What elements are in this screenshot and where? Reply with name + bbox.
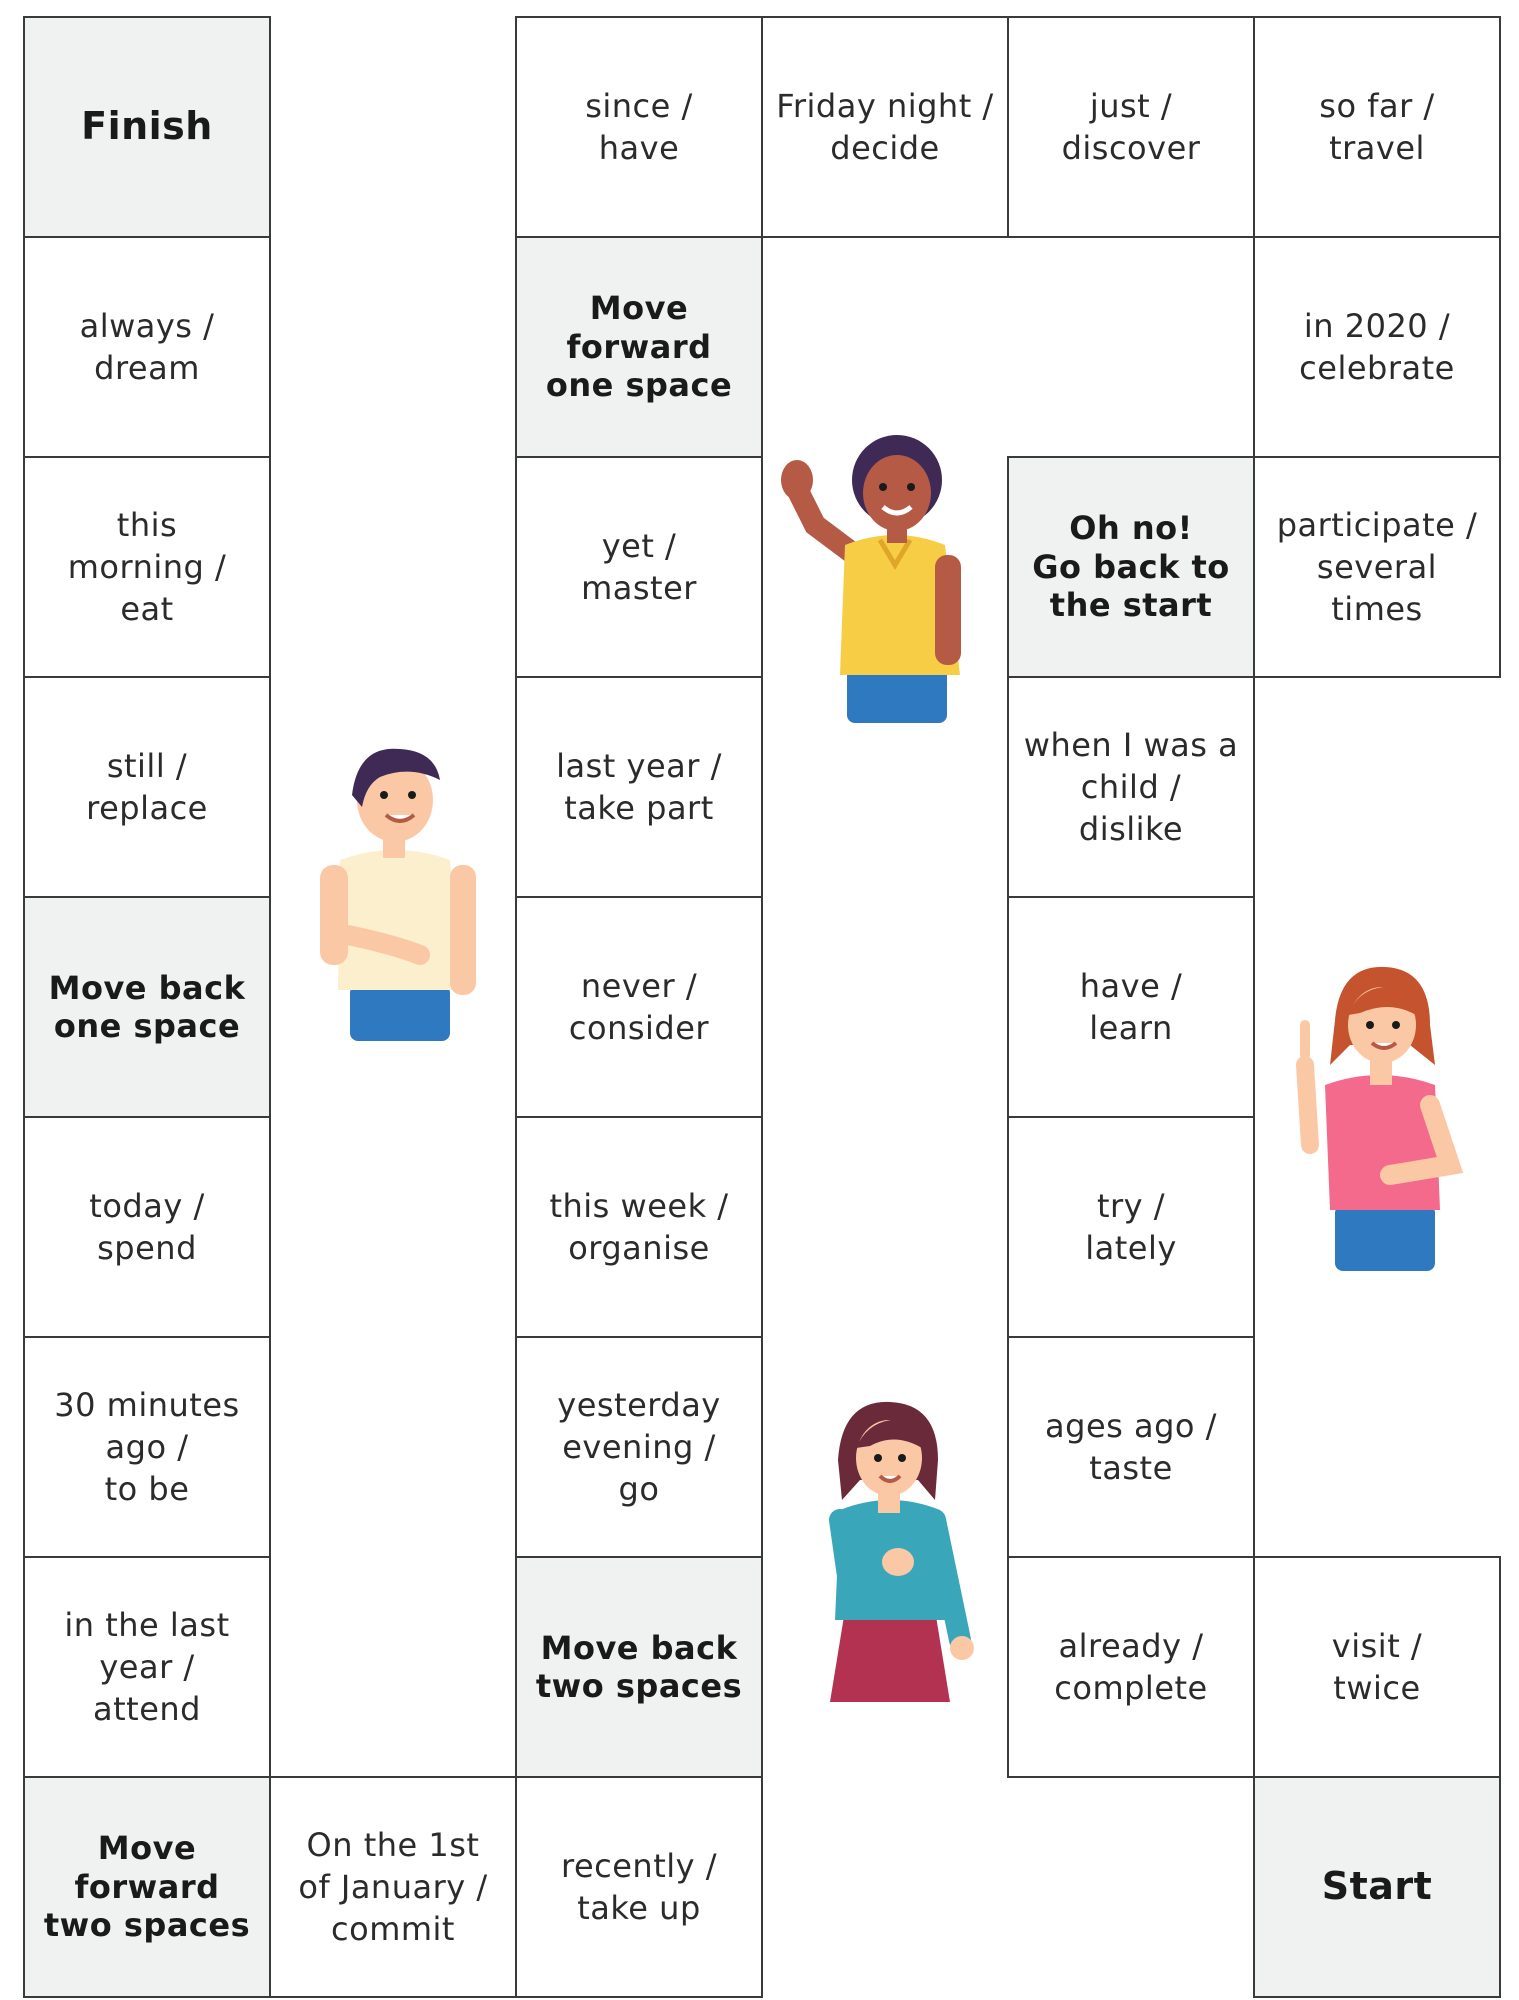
square-label: still / replace [86,746,208,827]
square-yet-master[interactable]: yet / master [515,456,763,678]
square-never-consider[interactable]: never / consider [515,896,763,1118]
square-in-2020[interactable]: in 2020 / celebrate [1253,236,1501,458]
square-label: 30 minutes ago / to be [54,1385,240,1509]
square-move-back-two[interactable]: Move back two spaces [515,1556,763,1778]
square-in-the-last-year[interactable]: in the last year / attend [23,1556,271,1778]
square-label: have / learn [1079,966,1183,1047]
square-label: recently / take up [560,1846,718,1927]
square-ages-ago[interactable]: ages ago / taste [1007,1336,1255,1558]
square-so-far-travel[interactable]: so far / travel [1253,16,1501,238]
square-visit-twice[interactable]: visit / twice [1253,1556,1501,1778]
square-label: in the last year / attend [64,1605,230,1729]
square-label: today / spend [89,1186,205,1267]
square-when-child[interactable]: when I was a child / dislike [1007,676,1255,898]
square-already-complete[interactable]: already / complete [1007,1556,1255,1778]
square-move-back-one[interactable]: Move back one space [23,896,271,1118]
square-label: Oh no! Go back to the start [1032,509,1230,625]
square-today-spend[interactable]: today / spend [23,1116,271,1338]
square-label: participate / several times [1276,505,1478,629]
square-have-learn[interactable]: have / learn [1007,896,1255,1118]
square-this-morning-eat[interactable]: this morning / eat [23,456,271,678]
square-label: last year / take part [556,746,722,827]
girl-hand-on-chest-icon [829,1401,974,1702]
square-label: Move forward one space [545,289,733,405]
square-always-dream[interactable]: always / dream [23,236,271,458]
square-label: On the 1st of January / commit [298,1825,488,1949]
square-label: visit / twice [1331,1626,1423,1707]
square-yesterday-evening[interactable]: yesterday evening / go [515,1336,763,1558]
square-since-have[interactable]: since / have [515,16,763,238]
square-label: when I was a child / dislike [1023,725,1239,849]
square-start[interactable]: Start [1253,1776,1501,1998]
square-1st-january[interactable]: On the 1st of January / commit [269,1776,517,1998]
square-label: yesterday evening / go [557,1385,721,1509]
square-label: never / consider [568,966,710,1047]
square-label: Friday night / decide [776,86,994,167]
square-finish[interactable]: Finish [23,16,271,238]
square-label: yet / master [581,526,697,607]
square-30-minutes-ago[interactable]: 30 minutes ago / to be [23,1336,271,1558]
square-label: Move back two spaces [535,1628,743,1705]
waving-boy-icon [781,435,961,723]
square-recently-take-up[interactable]: recently / take up [515,1776,763,1998]
square-label: just / discover [1061,86,1201,167]
square-label: Start [1321,1864,1433,1909]
square-label: already / complete [1054,1626,1208,1707]
square-last-year-take-part[interactable]: last year / take part [515,676,763,898]
square-label: Move forward two spaces [43,1829,251,1945]
square-move-forward-two[interactable]: Move forward two spaces [23,1776,271,1998]
square-move-forward-one[interactable]: Move forward one space [515,236,763,458]
square-label: this morning / eat [67,505,227,629]
square-label: always / dream [79,306,215,387]
square-label: this week / organise [549,1186,729,1267]
square-friday-night[interactable]: Friday night / decide [761,16,1009,238]
square-this-week-organise[interactable]: this week / organise [515,1116,763,1338]
square-label: try / lately [1085,1186,1177,1267]
square-label: in 2020 / celebrate [1299,306,1455,387]
smiling-boy-icon [320,748,476,1041]
square-just-discover[interactable]: just / discover [1007,16,1255,238]
square-oh-no-back-to-start[interactable]: Oh no! Go back to the start [1007,456,1255,678]
square-label: ages ago / taste [1045,1406,1217,1487]
square-label: since / have [585,86,693,167]
square-participate[interactable]: participate / several times [1253,456,1501,678]
square-label: so far / travel [1319,86,1435,167]
pointing-girl-icon [1296,966,1464,1271]
square-still-replace[interactable]: still / replace [23,676,271,898]
square-label: Move back one space [48,968,246,1045]
square-label: Finish [81,104,213,149]
square-try-lately[interactable]: try / lately [1007,1116,1255,1338]
